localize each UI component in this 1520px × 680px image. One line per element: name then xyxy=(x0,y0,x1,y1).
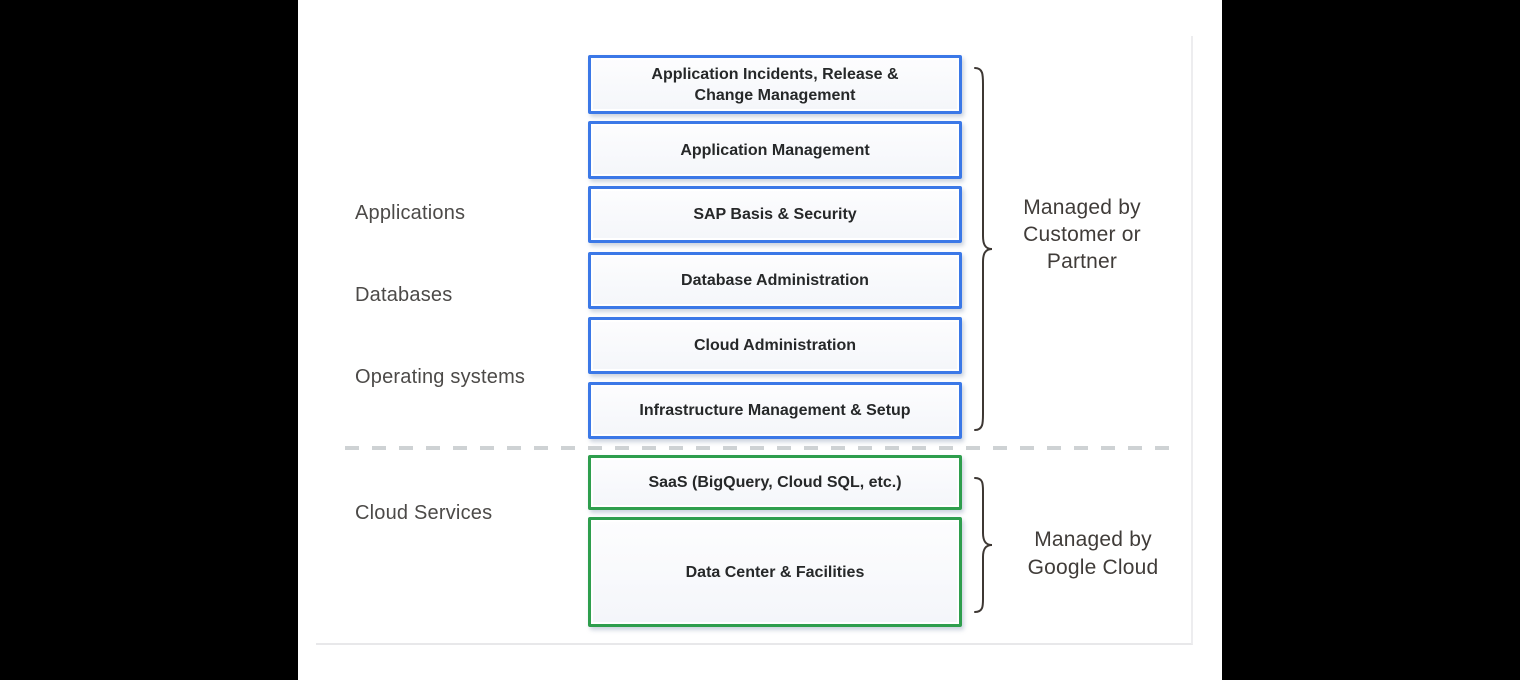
box-application-management: Application Management xyxy=(588,121,962,179)
box-application-incidents-release-change-management: Application Incidents, Release & Change … xyxy=(588,55,962,114)
box-sap-basis-security: SAP Basis & Security xyxy=(588,186,962,243)
curly-brace-icon xyxy=(974,477,993,613)
annotation-managed-by-customer-or-partner: Managed by Customer or Partner xyxy=(1023,196,1141,273)
responsibility-divider-dashed-line xyxy=(345,446,1180,450)
customer-section-brace xyxy=(972,66,994,432)
annotation-managed-by-google-cloud: Managed by Google Cloud xyxy=(1027,528,1159,579)
box-database-administration: Database Administration xyxy=(588,252,962,309)
box-saas-bigquery-cloud-sql: SaaS (BigQuery, Cloud SQL, etc.) xyxy=(588,455,962,510)
google-section-brace xyxy=(972,476,994,614)
layer-label-cloud-services: Cloud Services xyxy=(355,502,493,524)
layer-label-databases: Databases xyxy=(355,284,453,306)
curly-brace-icon xyxy=(974,67,993,431)
box-data-center-facilities: Data Center & Facilities xyxy=(588,517,962,627)
slide-canvas: Applications Databases Operating systems… xyxy=(298,0,1222,680)
layer-label-applications: Applications xyxy=(355,202,466,224)
box-cloud-administration: Cloud Administration xyxy=(588,317,962,374)
box-infrastructure-management-setup: Infrastructure Management & Setup xyxy=(588,382,962,439)
layer-label-operating-systems: Operating systems xyxy=(355,366,526,388)
